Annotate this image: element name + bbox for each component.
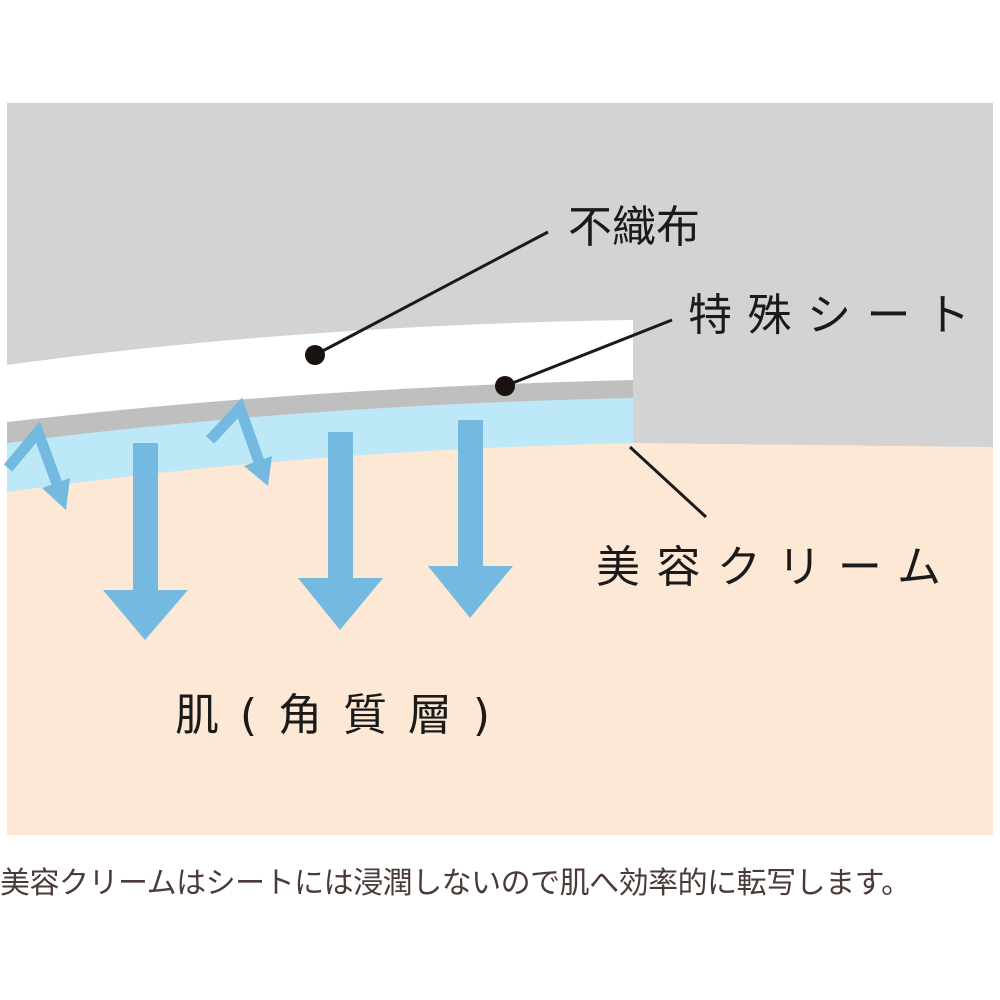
down-arrow xyxy=(103,443,188,640)
bounce-arrow xyxy=(3,421,66,494)
nonwoven-leader xyxy=(314,230,549,357)
down-arrow xyxy=(428,420,513,618)
leader-lines xyxy=(314,230,708,519)
caption: 美容クリームはシートには浸潤しないので肌へ効率的に転写します。 xyxy=(0,866,911,901)
cream-leader xyxy=(628,445,708,519)
bounce-arrow xyxy=(205,397,268,472)
nonwoven-dot xyxy=(305,345,325,365)
sheet-leader xyxy=(504,318,673,388)
label-special-sheet: 特殊シート xyxy=(688,290,970,341)
bounce-arrow-head xyxy=(244,456,272,486)
label-nonwoven: 不織布 xyxy=(568,202,700,253)
special-sheet-layer xyxy=(7,380,633,443)
skin-layer xyxy=(7,443,993,835)
down-arrows xyxy=(103,420,513,640)
sheet-dot xyxy=(495,376,515,396)
nonwoven-layer xyxy=(7,320,633,422)
down-arrow xyxy=(298,432,383,630)
bounce-arrow-head xyxy=(42,478,70,510)
bounce-arrows xyxy=(3,397,268,494)
